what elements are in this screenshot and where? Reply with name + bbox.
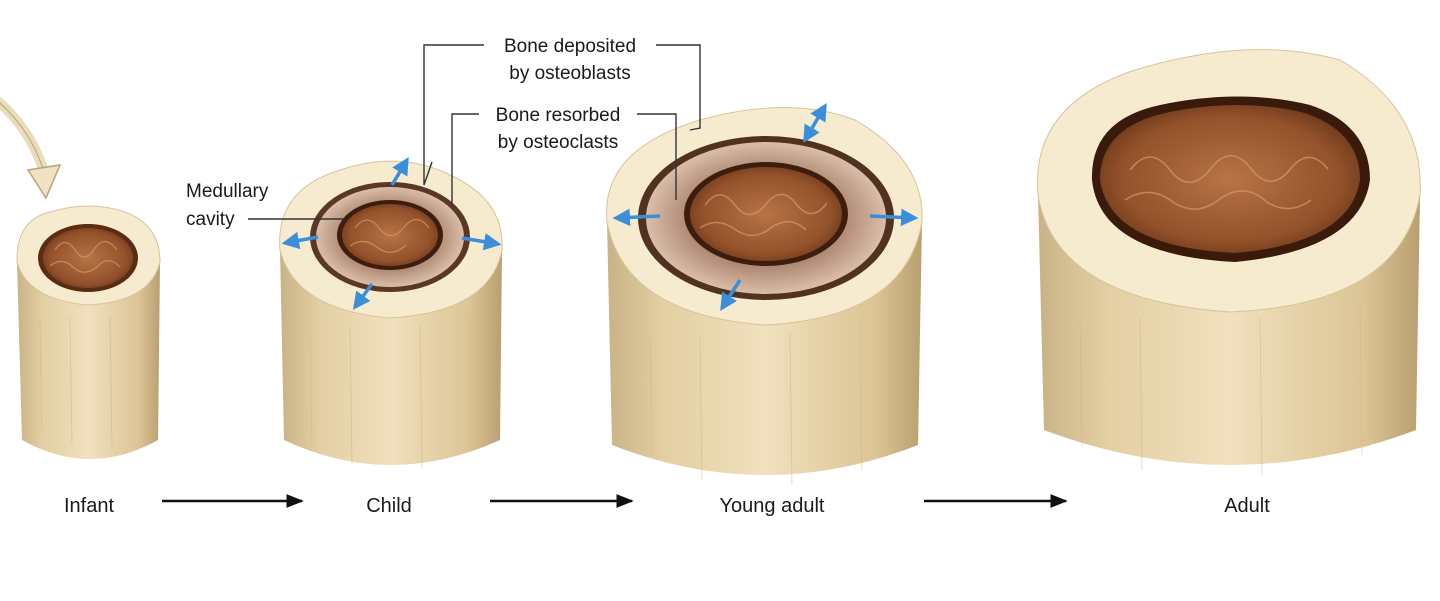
label-bone-deposited: Bone deposited by osteoblasts	[504, 36, 636, 84]
bone-adult	[1030, 49, 1430, 510]
stage-label-infant: Infant	[64, 495, 114, 517]
label-bone-resorbed-line2: by osteoclasts	[498, 132, 618, 153]
label-bone-resorbed-line1: Bone resorbed	[496, 105, 621, 126]
bone-infant	[10, 205, 170, 490]
stage-label-adult: Adult	[1224, 495, 1270, 517]
label-medullary-line1: Medullary	[186, 181, 269, 202]
bone-child	[270, 156, 510, 500]
curved-arrow-icon	[0, 96, 62, 200]
growth-arrows-young-adult	[612, 102, 919, 311]
growth-arrows-child	[281, 156, 502, 310]
stage-label-child: Child	[366, 495, 412, 517]
label-bone-deposited-line1: Bone deposited	[504, 36, 636, 57]
label-medullary-cavity: Medullary cavity	[186, 181, 269, 230]
label-bone-resorbed: Bone resorbed by osteoclasts	[496, 105, 621, 153]
label-medullary-line2: cavity	[186, 209, 235, 230]
bone-young-adult	[600, 102, 930, 510]
stage-label-young-adult: Young adult	[720, 495, 825, 517]
label-bone-deposited-line2: by osteoblasts	[509, 63, 630, 84]
leader-lines	[248, 44, 701, 220]
